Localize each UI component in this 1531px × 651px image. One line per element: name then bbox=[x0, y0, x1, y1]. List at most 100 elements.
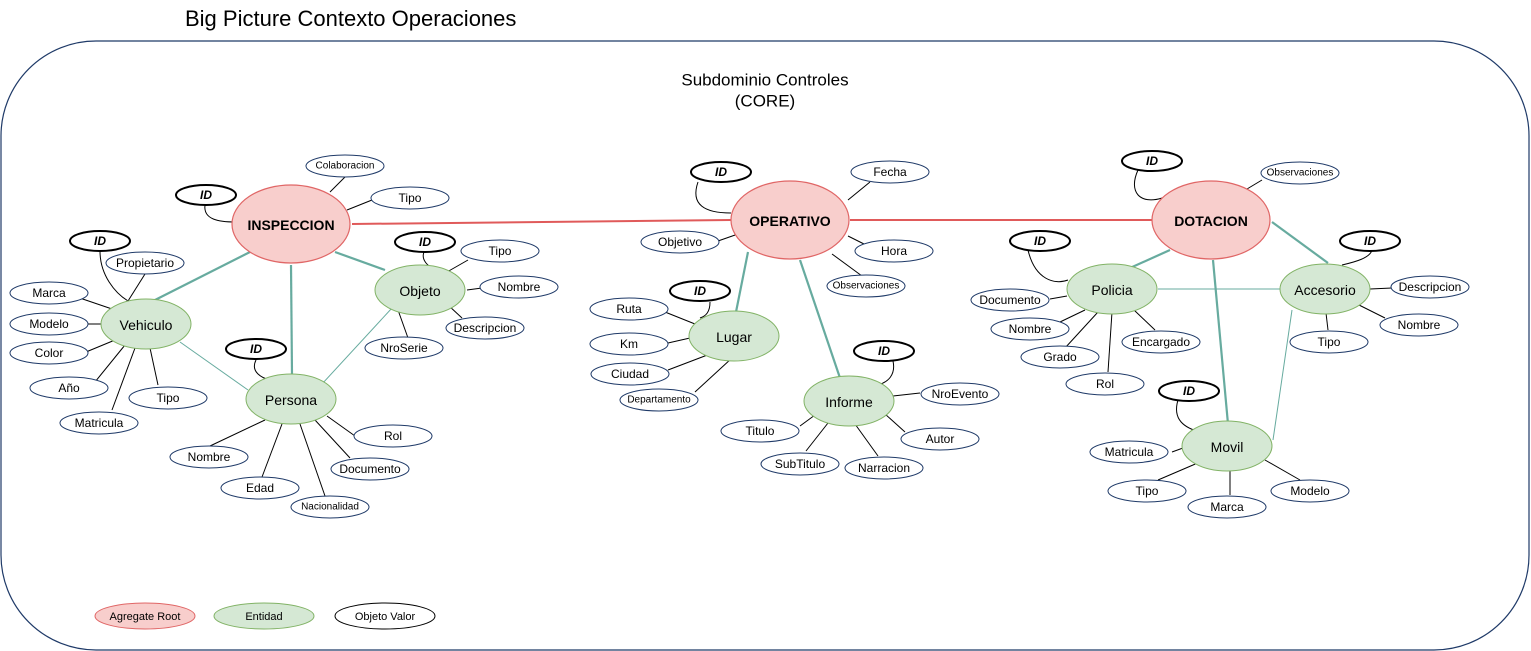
legend-aggregate-root-label: Agregate Root bbox=[110, 611, 181, 623]
link-persona-edad bbox=[261, 423, 283, 478]
aggregate-label: OPERATIVO bbox=[749, 213, 831, 229]
value-label: Fecha bbox=[873, 165, 907, 179]
legend: Agregate Root Entidad Objeto Valor bbox=[94, 602, 436, 630]
value-oval-propietario bbox=[105, 251, 185, 275]
link-vehiculo-id bbox=[99, 250, 129, 302]
id-oval-informe bbox=[853, 340, 915, 362]
link-dotacion-accesorio bbox=[1271, 221, 1329, 264]
id-label: ID bbox=[250, 342, 262, 356]
value-label: Tipo bbox=[1318, 335, 1341, 349]
id-label: ID bbox=[1364, 234, 1376, 248]
link-objeto-nombre bbox=[466, 287, 483, 291]
link-vehiculo-persona bbox=[179, 341, 249, 391]
id-oval-inspeccion bbox=[175, 184, 237, 206]
link-operativo-informe bbox=[798, 259, 842, 379]
value-oval-vehiculo-matricula bbox=[59, 411, 139, 435]
value-oval-informe-titulo bbox=[720, 419, 800, 443]
link-objeto-nroserie bbox=[397, 309, 409, 339]
value-oval-accesorio-descripcion bbox=[1390, 275, 1470, 299]
value-oval-informe-subtitulo bbox=[760, 452, 840, 476]
entity-label: Objeto bbox=[399, 283, 440, 299]
aggregate-dotacion: DOTACION bbox=[1151, 180, 1271, 260]
page-title: Big Picture Contexto Operaciones bbox=[185, 6, 517, 31]
value-oval-persona-nacionalidad bbox=[290, 495, 370, 519]
value-label: Rol bbox=[1096, 377, 1114, 391]
value-oval-informe-narracion bbox=[844, 456, 924, 480]
legend-objeto-valor-swatch bbox=[334, 602, 436, 630]
link-operativo-fecha bbox=[847, 181, 871, 201]
subdomain-name: Subdominio Controles bbox=[681, 71, 848, 90]
legend-entidad-swatch bbox=[213, 602, 315, 630]
value-oval-operativo-observaciones bbox=[826, 274, 906, 298]
bounded-context-frame bbox=[0, 40, 1530, 651]
value-label: Tipo bbox=[399, 191, 422, 205]
value-label: Modelo bbox=[29, 317, 69, 331]
value-label: Modelo bbox=[1290, 484, 1330, 498]
value-label: Tipo bbox=[1136, 484, 1159, 498]
link-informe-titulo bbox=[799, 414, 816, 427]
value-label: NroSerie bbox=[380, 341, 428, 355]
value-label: Marca bbox=[1210, 500, 1244, 514]
entity-label: Persona bbox=[265, 392, 317, 408]
link-informe-nroevento bbox=[892, 392, 921, 397]
value-label: Observaciones bbox=[833, 281, 900, 292]
id-oval-policia bbox=[1009, 230, 1071, 252]
id-label: ID bbox=[1183, 384, 1195, 398]
link-informe-subtitulo bbox=[805, 422, 829, 452]
id-label: ID bbox=[200, 188, 212, 202]
link-inspeccion-objeto bbox=[334, 250, 386, 272]
value-oval-movil-tipo bbox=[1107, 479, 1187, 503]
value-label: Marca bbox=[32, 286, 66, 300]
value-oval-movil-modelo bbox=[1270, 479, 1350, 503]
value-oval-operativo-objetivo bbox=[640, 230, 720, 254]
link-informe-id bbox=[877, 360, 895, 386]
id-label: ID bbox=[1146, 154, 1158, 168]
link-movil-modelo bbox=[1264, 459, 1301, 481]
value-oval-persona-rol bbox=[353, 424, 433, 448]
value-oval-lugar-km bbox=[589, 332, 669, 356]
value-label: Objetivo bbox=[658, 235, 702, 249]
value-label: Matricula bbox=[75, 416, 124, 430]
link-persona-rol bbox=[326, 415, 356, 437]
value-label: Departamento bbox=[627, 395, 691, 406]
entity-label: Lugar bbox=[716, 329, 752, 345]
id-label: ID bbox=[94, 234, 106, 248]
link-movil-tipo bbox=[1157, 461, 1201, 481]
value-oval-objeto-tipo bbox=[460, 239, 540, 263]
value-label: Autor bbox=[926, 432, 955, 446]
link-inspeccion-colaboracion bbox=[329, 176, 346, 193]
entity-label: Vehiculo bbox=[120, 317, 173, 333]
id-oval-vehiculo bbox=[69, 230, 131, 252]
entity-lugar: Lugar bbox=[688, 310, 780, 362]
id-oval-lugar bbox=[669, 280, 731, 302]
entity-label: Informe bbox=[825, 394, 873, 410]
entity-vehiculo: Vehiculo bbox=[100, 298, 192, 350]
value-oval-policia-nombre bbox=[990, 317, 1070, 341]
value-oval-colaboracion bbox=[305, 154, 385, 178]
value-label: SubTitulo bbox=[775, 457, 826, 471]
value-label: Propietario bbox=[116, 256, 174, 270]
entity-policia: Policia bbox=[1066, 263, 1158, 315]
legend-objeto-valor-label: Objeto Valor bbox=[355, 611, 416, 623]
link-operativo-lugar bbox=[734, 251, 750, 313]
value-oval-policia-grado bbox=[1020, 345, 1100, 369]
value-label: Tipo bbox=[157, 391, 180, 405]
link-objeto-tipo bbox=[446, 259, 469, 273]
value-oval-operativo-hora bbox=[854, 239, 934, 263]
aggregate-label: INSPECCION bbox=[247, 217, 334, 233]
value-label: Descripcion bbox=[1399, 280, 1462, 294]
id-label: ID bbox=[878, 344, 890, 358]
value-label: Ciudad bbox=[611, 367, 649, 381]
legend-entidad-label: Entidad bbox=[245, 611, 282, 623]
value-oval-inspeccion-tipo bbox=[370, 186, 450, 210]
link-operativo-objetivo bbox=[717, 233, 739, 242]
link-inspeccion-vehiculo bbox=[154, 251, 251, 301]
id-oval-objeto bbox=[394, 231, 456, 253]
link-lugar-id bbox=[699, 301, 711, 319]
value-oval-movil-matricula bbox=[1089, 440, 1169, 464]
link-lugar-km bbox=[667, 337, 691, 344]
link-vehiculo-matricula bbox=[111, 347, 136, 411]
link-persona-id bbox=[254, 359, 271, 381]
value-oval-dotacion-observaciones bbox=[1260, 161, 1340, 185]
